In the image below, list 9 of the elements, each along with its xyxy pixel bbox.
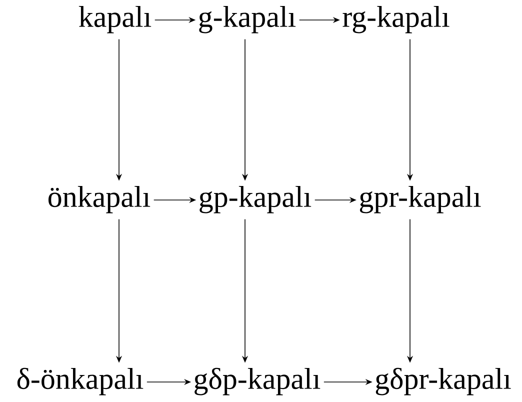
term-label: δ-önkapalı xyxy=(17,368,144,396)
term-label: gδp-kapalı xyxy=(194,368,320,396)
term-label: rg-kapalı xyxy=(342,6,450,34)
term-label: g-kapalı xyxy=(199,6,296,34)
term-label: kapalı xyxy=(78,6,152,34)
term-label: gpr-kapalı xyxy=(360,186,481,214)
term-label: önkapalı xyxy=(48,186,150,214)
term-label: gp-kapalı xyxy=(200,186,312,214)
term-label: gδpr-kapalı xyxy=(376,368,511,396)
